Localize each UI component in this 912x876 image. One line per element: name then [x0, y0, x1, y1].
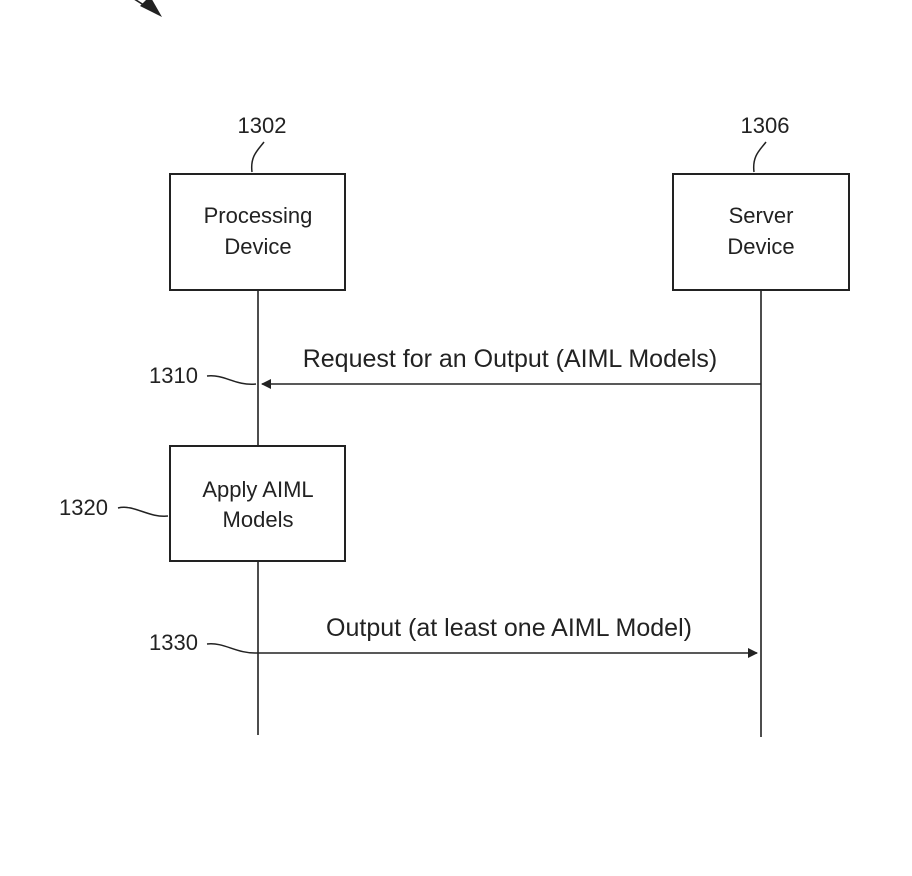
- participant-processing-device-line2: Device: [224, 234, 291, 259]
- message-output-label: Output (at least one AIML Model): [326, 614, 692, 642]
- ref-1306-leader: [754, 142, 766, 172]
- ref-1320: 1320: [59, 495, 108, 520]
- message-request-output: Request for an Output (AIML Models): [262, 345, 761, 384]
- message-output: Output (at least one AIML Model): [258, 614, 757, 653]
- participant-processing-device-line1: Processing: [204, 203, 313, 228]
- activity-line1: Apply AIML: [202, 477, 313, 502]
- ref-1302: 1302: [238, 113, 287, 138]
- message-request-output-label: Request for an Output (AIML Models): [303, 345, 718, 373]
- participant-server-device: Server Device: [673, 174, 849, 290]
- ref-1310: 1310: [149, 363, 198, 388]
- participant-processing-device: Processing Device: [170, 174, 345, 290]
- participant-server-device-line1: Server: [729, 203, 794, 228]
- figure-pointer-arrow: [120, 0, 162, 17]
- ref-1330-leader: [207, 644, 258, 653]
- ref-1310-leader: [207, 376, 256, 384]
- activity-line2: Models: [223, 507, 294, 532]
- ref-1306: 1306: [741, 113, 790, 138]
- ref-1302-leader: [252, 142, 264, 172]
- ref-1330: 1330: [149, 630, 198, 655]
- ref-1320-leader: [118, 507, 168, 516]
- activity-apply-aiml-models: Apply AIML Models: [170, 446, 345, 561]
- participant-server-device-line2: Device: [727, 234, 794, 259]
